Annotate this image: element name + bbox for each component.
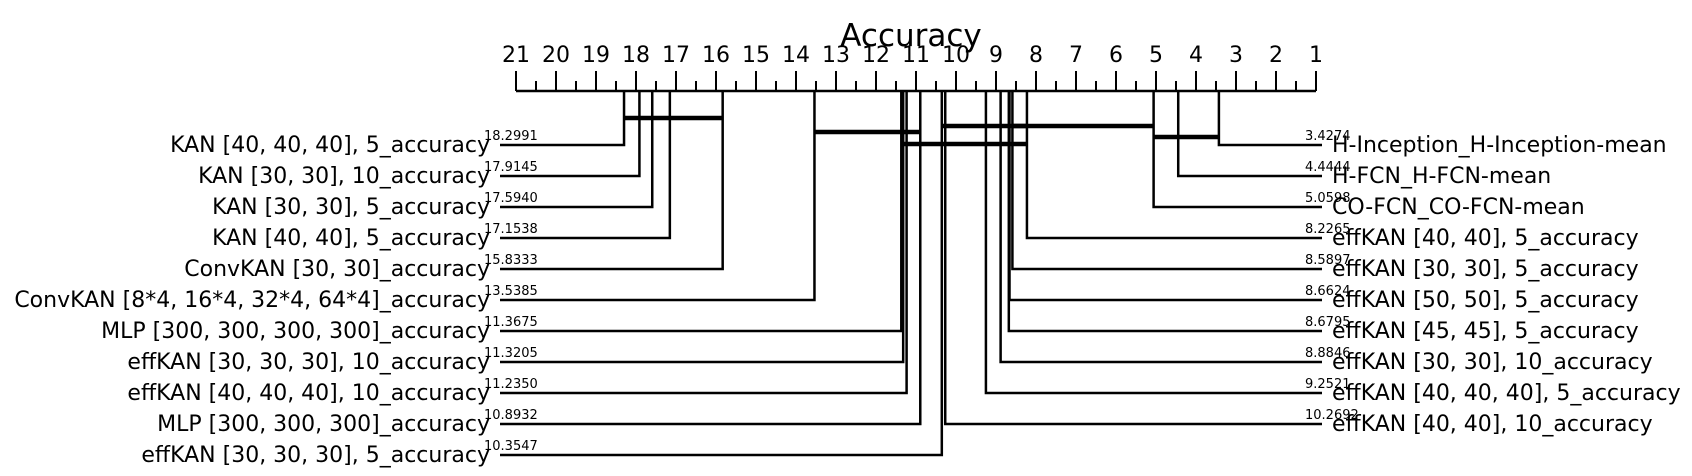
left-method-rank: 17.9145 [484,160,538,175]
right-method-rank: 8.5897 [1305,253,1351,268]
right-method-rank: 3.4274 [1305,129,1351,144]
left-method-name: KAN [40, 40, 40], 5_accuracy [170,133,490,158]
left-method-name: ConvKAN [30, 30]_accuracy [184,257,490,282]
right-method-name: effKAN [50, 50], 5_accuracy [1332,288,1639,313]
right-method-connector [999,91,1322,364]
left-method-name: MLP [300, 300, 300]_accuracy [157,412,490,437]
axis-tick-label: 2 [1269,43,1283,68]
left-method-name: KAN [40, 40], 5_accuracy [212,226,490,251]
axis-tick-label: 19 [582,43,610,68]
left-method-rank: 17.1538 [484,222,538,237]
left-method-connector [500,91,641,178]
right-method-name: effKAN [30, 30], 10_accuracy [1332,350,1653,375]
right-method-rank: 4.4444 [1305,160,1351,175]
axis-tick-label: 17 [662,43,690,68]
left-method-connector [500,91,672,240]
right-method-rank: 10.2692 [1305,408,1359,423]
axis-tick-label: 14 [782,43,810,68]
left-method-rank: 17.5940 [484,191,538,206]
left-method-connector [500,91,903,333]
right-method-connector [984,91,1322,395]
right-method-name: H-Inception_H-Inception-mean [1332,133,1667,158]
right-method-connector [1217,91,1322,147]
left-method-name: MLP [300, 300, 300, 300]_accuracy [101,319,490,344]
left-method-name: effKAN [30, 30, 30], 10_accuracy [127,350,490,375]
axis-tick-label: 21 [502,43,530,68]
left-method-rank: 15.8333 [484,253,538,268]
right-method-name: effKAN [40, 40], 10_accuracy [1332,412,1653,437]
chart-title: Accuracy [840,18,982,54]
axis-tick-label: 1 [1309,43,1323,68]
left-method-connector [500,91,905,364]
right-method-name: effKAN [40, 40, 40], 5_accuracy [1332,381,1681,406]
axis-tick-label: 6 [1109,43,1123,68]
axis-tick-label: 18 [622,43,650,68]
left-method-name: ConvKAN [8*4, 16*4, 32*4, 64*4]_accuracy [14,288,490,313]
axis-tick-label: 7 [1069,43,1083,68]
left-method-rank: 10.8932 [484,408,538,423]
left-method-connector [500,91,944,457]
right-method-rank: 8.6624 [1305,284,1351,299]
right-method-connector [943,91,1322,426]
right-method-rank: 9.2521 [1305,377,1351,392]
left-method-name: effKAN [40, 40, 40], 10_accuracy [127,381,490,406]
left-method-connector [500,91,654,209]
left-method-connector [500,91,922,426]
right-method-connector [1025,91,1322,240]
right-method-name: effKAN [40, 40], 5_accuracy [1332,226,1639,251]
right-method-connector [1152,91,1322,209]
left-method-rank: 10.3547 [484,439,538,454]
axis-tick-label: 12 [862,43,890,68]
right-method-rank: 8.2265 [1305,222,1351,237]
right-method-name: H-FCN_H-FCN-mean [1332,164,1551,189]
left-method-rank: 11.2350 [484,377,538,392]
right-method-connector [1176,91,1322,178]
axis-tick-label: 9 [989,43,1003,68]
left-method-rank: 11.3205 [484,346,538,361]
axis-tick-label: 13 [822,43,850,68]
axis-tick-label: 10 [942,43,970,68]
right-method-name: effKAN [30, 30], 5_accuracy [1332,257,1639,282]
right-method-name: effKAN [45, 45], 5_accuracy [1332,319,1639,344]
left-method-rank: 18.2991 [484,129,538,144]
left-method-connector [500,91,908,395]
axis-tick-label: 16 [702,43,730,68]
axis-tick-label: 20 [542,43,570,68]
axis-tick-label: 5 [1149,43,1163,68]
axis-tick-label: 8 [1029,43,1043,68]
right-method-name: CO-FCN_CO-FCN-mean [1332,195,1585,220]
left-method-name: KAN [30, 30], 10_accuracy [198,164,490,189]
axis-tick-label: 4 [1189,43,1203,68]
left-method-name: KAN [30, 30], 5_accuracy [212,195,490,220]
left-method-rank: 11.3675 [484,315,538,330]
right-method-rank: 5.0598 [1305,191,1351,206]
right-method-rank: 8.8846 [1305,346,1351,361]
right-method-connector [1011,91,1322,271]
axis-tick-label: 11 [902,43,930,68]
left-method-name: effKAN [30, 30, 30], 5_accuracy [141,443,490,468]
left-method-rank: 13.5385 [484,284,538,299]
right-method-rank: 8.6795 [1305,315,1351,330]
right-method-connector [1007,91,1322,333]
axis-tick-label: 15 [742,43,770,68]
left-method-connector [500,91,724,271]
axis-tick-label: 3 [1229,43,1243,68]
left-method-connector [500,91,816,302]
left-method-connector [500,91,626,147]
